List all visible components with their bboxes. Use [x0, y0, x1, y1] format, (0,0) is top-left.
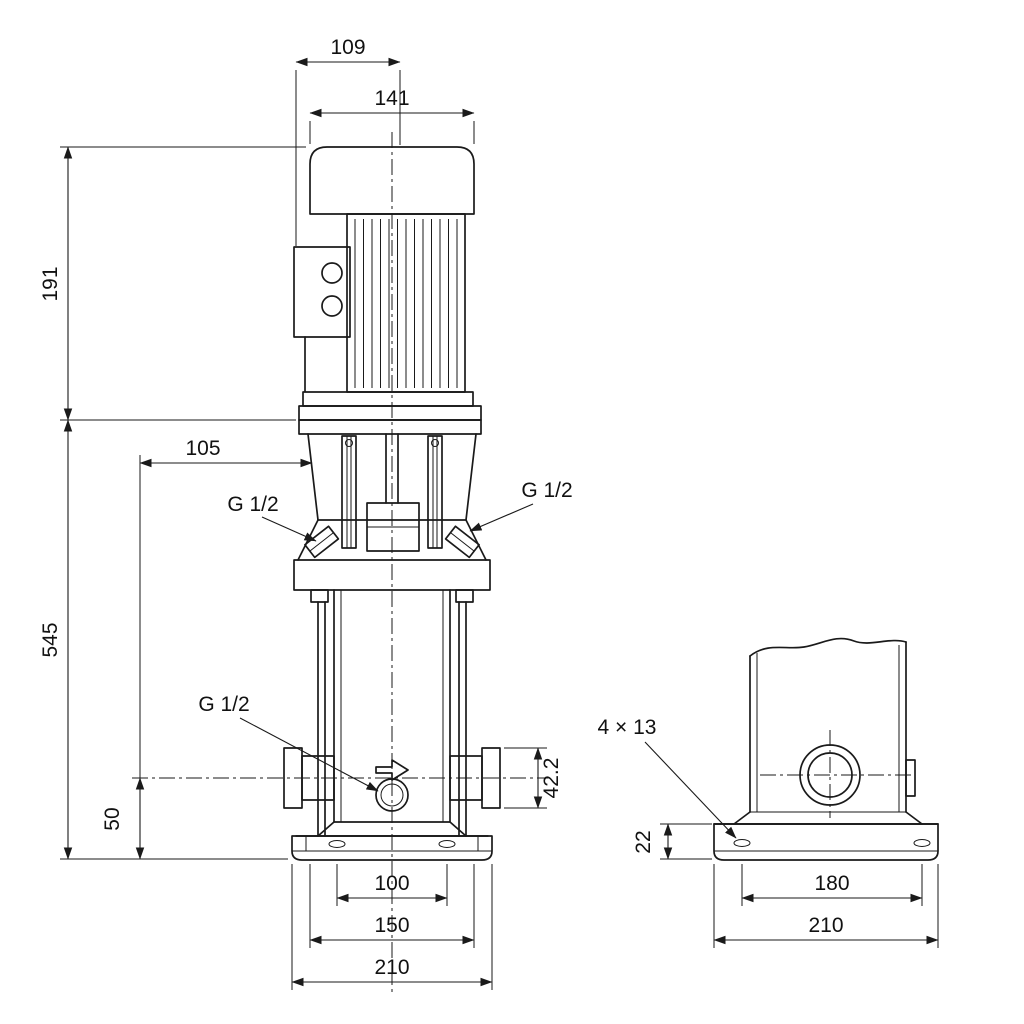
dim-label-side-bolt-spacing: 180 — [814, 872, 849, 895]
dimension-42-2: 42.2 — [504, 747, 563, 809]
staybolt-nut-right — [455, 589, 474, 603]
plug-label-top-right: G 1/2 — [521, 479, 572, 502]
base-flare — [317, 821, 467, 837]
dim-label-base-width-side: 210 — [808, 914, 843, 937]
staybolt-nut-left — [310, 589, 329, 603]
dimension-210-front: 210 — [291, 864, 493, 990]
pump-front-view — [283, 146, 501, 861]
vent-plug-left — [304, 525, 340, 559]
side-clamp-tab — [905, 759, 916, 797]
dim-label-head-width: 105 — [185, 437, 220, 460]
label-mounting-holes: 4 × 13 — [598, 716, 657, 739]
side-bolt-slot-left — [733, 839, 751, 847]
coupling-guard-left-screw — [345, 439, 353, 447]
callout-vent-plug-left: G 1/2 — [227, 493, 317, 542]
stool-left-edge — [307, 433, 319, 521]
pump-shaft — [385, 433, 399, 504]
drain-plug-inner — [380, 783, 404, 807]
dimension-50: 50 — [101, 777, 145, 860]
pump-side-view — [713, 637, 939, 861]
side-bolt-slot-right — [913, 839, 931, 847]
dimension-545: 545 — [39, 419, 288, 860]
break-line — [749, 637, 907, 657]
dim-label-motor-width: 141 — [374, 87, 409, 110]
pump-head-plate — [298, 419, 482, 435]
terminal-box-hole-bottom — [321, 295, 343, 317]
side-port-inner — [807, 752, 853, 798]
base-outline — [291, 835, 493, 861]
motor-flange-lower — [298, 405, 482, 421]
port-neck-left — [301, 755, 335, 801]
dimension-191: 191 — [39, 146, 306, 421]
dim-label-motor-height: 191 — [39, 266, 62, 301]
motor-flange-upper — [302, 391, 474, 407]
dim-label-foot-spacing: 150 — [374, 914, 409, 937]
coupling-guard-right-screw — [431, 439, 439, 447]
base-inner-edges — [305, 836, 479, 851]
motor-fan-cover — [309, 146, 475, 215]
base-bolt-slot-left — [328, 840, 346, 848]
terminal-box-hole-top — [321, 262, 343, 284]
dim-label-bolt-spacing: 100 — [374, 872, 409, 895]
centerlines — [132, 132, 912, 992]
side-port-outer — [799, 744, 861, 806]
dimension-22: 22 — [632, 823, 712, 860]
side-sleeve — [749, 641, 907, 813]
stool-right-edge — [465, 433, 477, 521]
dimension-105: 105 — [139, 437, 313, 778]
base-bolt-slot-right — [438, 840, 456, 848]
dim-label-port-flange-height: 42.2 — [540, 758, 563, 799]
flow-direction-arrow — [375, 759, 409, 781]
vent-plug-right — [444, 525, 480, 559]
dim-label-base-width-front: 210 — [374, 956, 409, 979]
dim-label-base-plate-height: 22 — [632, 830, 655, 853]
dim-label-port-center-height: 50 — [101, 807, 124, 830]
dimension-150: 150 — [309, 864, 475, 948]
callout-drain-plug: G 1/2 — [198, 693, 379, 792]
dim-label-box-depth: 109 — [330, 36, 365, 59]
plug-label-drain: G 1/2 — [198, 693, 249, 716]
callout-mounting-holes: 4 × 13 — [598, 716, 737, 839]
dimension-141: 141 — [309, 87, 475, 144]
coupling-guard-right — [427, 435, 443, 549]
chamber-sleeve-inner — [340, 590, 444, 822]
side-base-outline — [713, 823, 939, 861]
dimension-100: 100 — [336, 864, 448, 906]
motor-fins — [354, 219, 458, 388]
dimension-210-side: 210 — [713, 864, 939, 948]
coupling-guard-left — [341, 435, 357, 549]
pump-head-flange — [293, 559, 491, 591]
staybolts — [317, 601, 467, 837]
side-sleeve-inner — [756, 645, 900, 812]
coupling-guard-right-slots — [432, 436, 438, 548]
plug-label-top-left: G 1/2 — [227, 493, 278, 516]
dimension-109: 109 — [295, 36, 401, 246]
callout-vent-plug-right: G 1/2 — [469, 479, 573, 532]
terminal-box — [293, 246, 351, 338]
coupling-guard-left-slots — [346, 436, 352, 548]
port-flange-right — [481, 747, 501, 809]
side-base-flare — [733, 811, 923, 825]
dim-label-pump-height: 545 — [39, 622, 62, 657]
dimension-180: 180 — [741, 864, 923, 906]
